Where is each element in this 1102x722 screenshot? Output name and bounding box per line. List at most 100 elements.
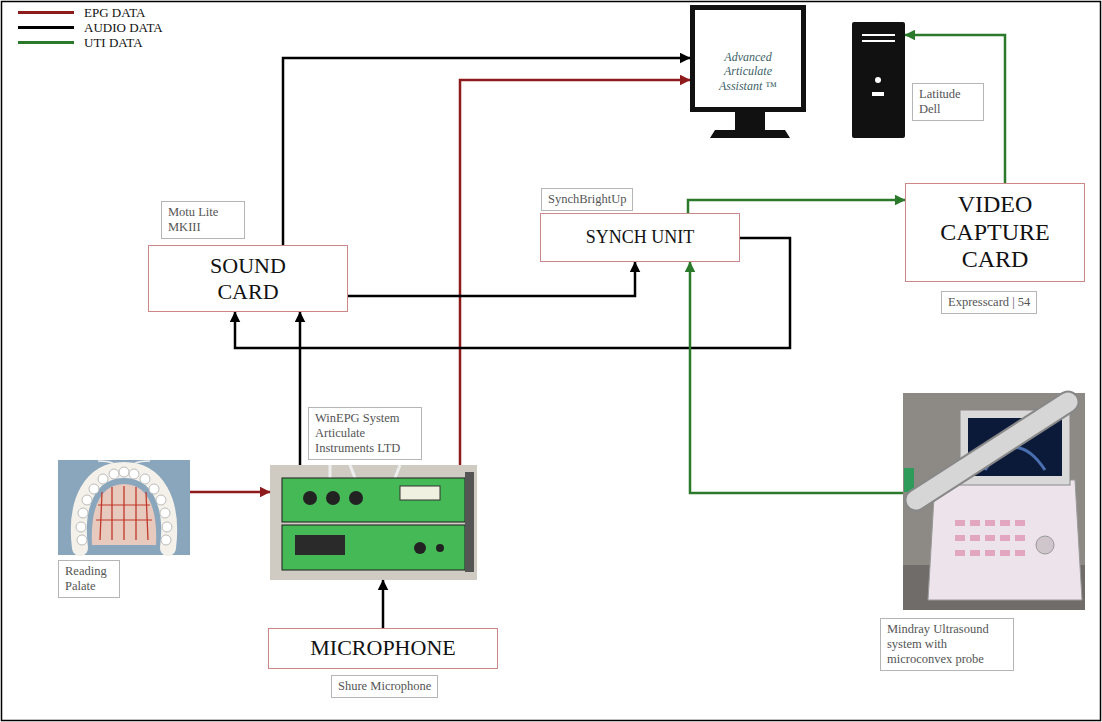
part-label: Latitude Dell (912, 83, 984, 121)
palate-photo-part (162, 522, 172, 532)
palate-photo-part (129, 469, 139, 479)
data-connector (690, 262, 903, 493)
epg-unit-photo (270, 465, 477, 580)
palate-photo-part (119, 467, 129, 477)
palate-photo-part (82, 495, 92, 505)
palate-photo-part (78, 508, 88, 518)
part-label: Mindray Ultrasound system with microconv… (880, 618, 1014, 671)
epg-unit-photo-part (282, 525, 465, 570)
monitor-stand-part (710, 130, 790, 138)
data-connector (348, 262, 635, 296)
legend-line-swatch (18, 26, 74, 29)
computer-tower: Latitude Dell (852, 22, 905, 138)
box-label: Advanced Articulate Assistant ™ (703, 50, 793, 93)
ultrasound-photo-part (1000, 535, 1010, 541)
epg-unit-photo-part (436, 544, 444, 552)
data-connector (688, 200, 905, 213)
monitor-screen: Advanced Articulate Assistant ™ (690, 5, 806, 112)
computer-tower-part (852, 22, 905, 138)
epg-unit-photo-part (326, 491, 340, 505)
computer-tower-part (862, 34, 895, 36)
palate-photo-part (100, 486, 148, 540)
box-label: MICROPHONE (310, 635, 455, 661)
palate-photo-part (77, 535, 87, 545)
ultrasound-photo-part (955, 550, 965, 556)
ultrasound-photo-part (916, 402, 1068, 500)
epg-unit-photo-part (400, 486, 440, 500)
ultrasound-photo-part (985, 520, 995, 526)
box-label: SYNCH UNIT (586, 227, 695, 249)
ultrasound-photo-part (970, 550, 980, 556)
part-label: Shure Microphone (331, 675, 438, 698)
part-label: WinEPG System Articulate Instruments LTD (308, 407, 422, 460)
data-connector (299, 312, 302, 465)
palate-photo-part (156, 495, 166, 505)
legend-line-swatch (18, 41, 74, 44)
legend-text: AUDIO DATA (84, 20, 163, 35)
ultrasound-photo-part (955, 520, 965, 526)
palate-photo-part (98, 474, 108, 484)
palate-photo: Reading Palate (58, 460, 190, 555)
data-connector (190, 491, 270, 494)
synch-unit-box: SynchBrightUpSYNCH UNIT (540, 213, 740, 262)
ultrasound-photo-part (904, 468, 914, 492)
ultrasound-photo-part (1000, 520, 1010, 526)
ultrasound-photo-part (1000, 550, 1010, 556)
palate-photo-part (161, 535, 171, 545)
data-connector (905, 35, 1005, 183)
ultrasound-photo-part (1036, 536, 1054, 554)
legend-line-swatch (18, 11, 74, 14)
ultrasound-photo-part (985, 535, 995, 541)
palate-photo-part (76, 522, 86, 532)
computer-tower-part (862, 40, 895, 42)
palate-photo-part (96, 505, 152, 520)
computer-tower-part (872, 92, 884, 96)
monitor-stand-part (735, 112, 765, 130)
epg-unit-photo-part (295, 535, 345, 555)
ultrasound-photo-part (970, 535, 980, 541)
part-label: Reading Palate (58, 560, 120, 598)
box-label: VIDEO CAPTURE CARD (915, 191, 1075, 274)
ultrasound-photo-part (903, 393, 1085, 610)
palate-photo-part (89, 484, 99, 494)
video-capture-box: VIDEO CAPTURE CARDExpresscard | 54 (905, 183, 1085, 282)
ultrasound-photo-part (916, 402, 1068, 500)
epg-unit-photo: WinEPG System Articulate Instruments LTD (270, 465, 477, 580)
ultrasound-photo-part (970, 520, 980, 526)
microphone-box: MICROPHONEShure Microphone (268, 628, 498, 669)
computer-tower (852, 22, 905, 138)
epg-unit-photo-part (270, 465, 477, 580)
ultrasound-photo-part (928, 480, 1082, 600)
ultrasound-photo-part (1015, 550, 1025, 556)
data-connector (382, 580, 385, 628)
palate-photo-part (92, 484, 156, 545)
part-label: Motu Lite MKIII (161, 201, 245, 239)
legend-entry: AUDIO DATA (18, 20, 163, 35)
ultrasound-photo-part (1015, 520, 1025, 526)
ultrasound-photo (903, 393, 1085, 610)
legend-entry: EPG DATA (18, 5, 163, 20)
palate-photo-part (109, 469, 119, 479)
palate-photo-part (149, 484, 159, 494)
legend: EPG DATAAUDIO DATAUTI DATA (18, 5, 163, 50)
part-label: SynchBrightUp (541, 188, 633, 211)
palate-photo-part (58, 460, 190, 555)
palate-photo-part (79, 470, 169, 548)
palate-photo (58, 460, 190, 555)
palate-photo-part (140, 474, 150, 484)
box-label: SOUND CARD (188, 253, 308, 304)
epg-unit-photo-part (414, 542, 426, 554)
epg-unit-photo-part (330, 465, 400, 478)
sound-card-box: Motu Lite MKIIISOUND CARD (148, 245, 348, 312)
monitor-stand (710, 112, 790, 138)
ultrasound-photo: Mindray Ultrasound system with microconv… (903, 393, 1085, 610)
ultrasound-photo-part (985, 550, 995, 556)
legend-entry: UTI DATA (18, 35, 163, 50)
epg-unit-photo-part (282, 478, 465, 522)
epg-unit-photo-part (349, 491, 363, 505)
part-label: Expresscard | 54 (941, 291, 1037, 314)
palate-photo-part (160, 508, 170, 518)
computer-tower-part (875, 77, 881, 83)
